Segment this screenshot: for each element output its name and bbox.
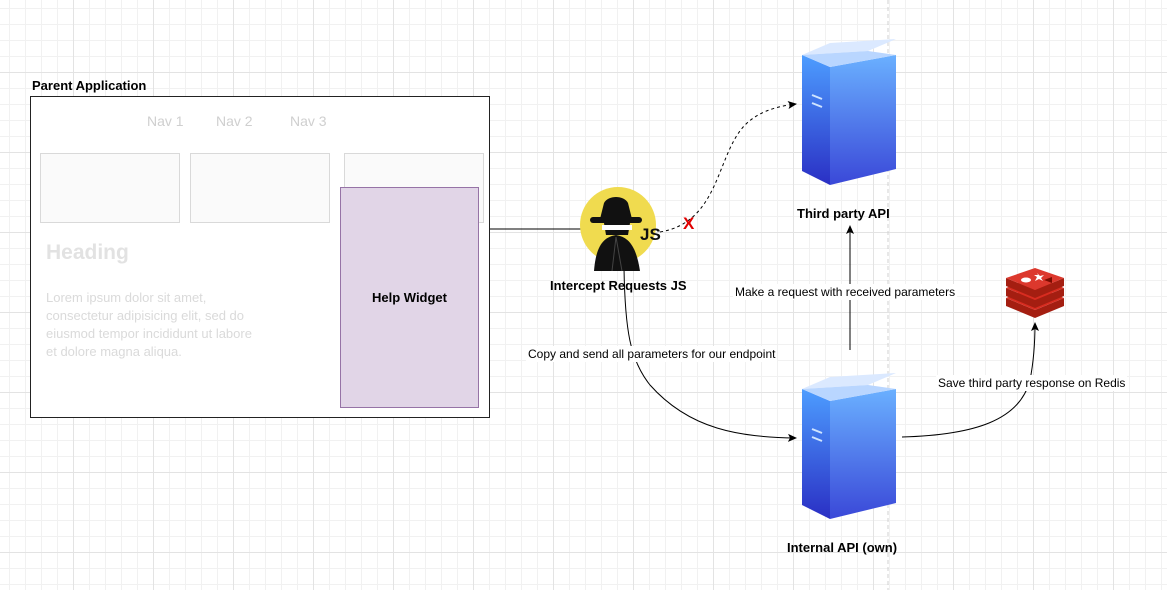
third-party-label: Third party API xyxy=(797,206,890,221)
content-card-1 xyxy=(40,153,180,223)
internal-api-label: Internal API (own) xyxy=(787,540,898,555)
help-widget-label: Help Widget xyxy=(372,290,447,305)
body-paragraph: Lorem ipsum dolor sit amet, consectetur … xyxy=(46,290,252,359)
js-badge: JS xyxy=(640,225,661,244)
make-request-label: Make a request with received parameters xyxy=(733,284,958,300)
internal-server-icon xyxy=(802,373,896,519)
blocked-x-mark: X xyxy=(683,214,695,233)
parent-app-title: Parent Application xyxy=(32,78,147,93)
help-widget[interactable]: Help Widget xyxy=(340,187,479,408)
content-card-2 xyxy=(190,153,330,223)
redis-icon xyxy=(1006,268,1064,318)
third-party-server-icon xyxy=(802,39,896,185)
nav-item-2[interactable]: Nav 2 xyxy=(216,113,253,129)
spy-js-icon xyxy=(580,187,656,272)
interceptor-label: Intercept Requests JS xyxy=(550,278,687,293)
save-redis-arrow xyxy=(901,322,1039,438)
blocked-request-arrow xyxy=(659,101,797,233)
save-redis-label: Save third party response on Redis xyxy=(936,375,1128,391)
nav-item-3[interactable]: Nav 3 xyxy=(290,113,327,129)
copy-send-arrow xyxy=(623,267,797,442)
copy-send-label: Copy and send all parameters for our end… xyxy=(526,346,778,362)
page-heading: Heading xyxy=(46,241,129,264)
nav-item-1[interactable]: Nav 1 xyxy=(147,113,184,129)
